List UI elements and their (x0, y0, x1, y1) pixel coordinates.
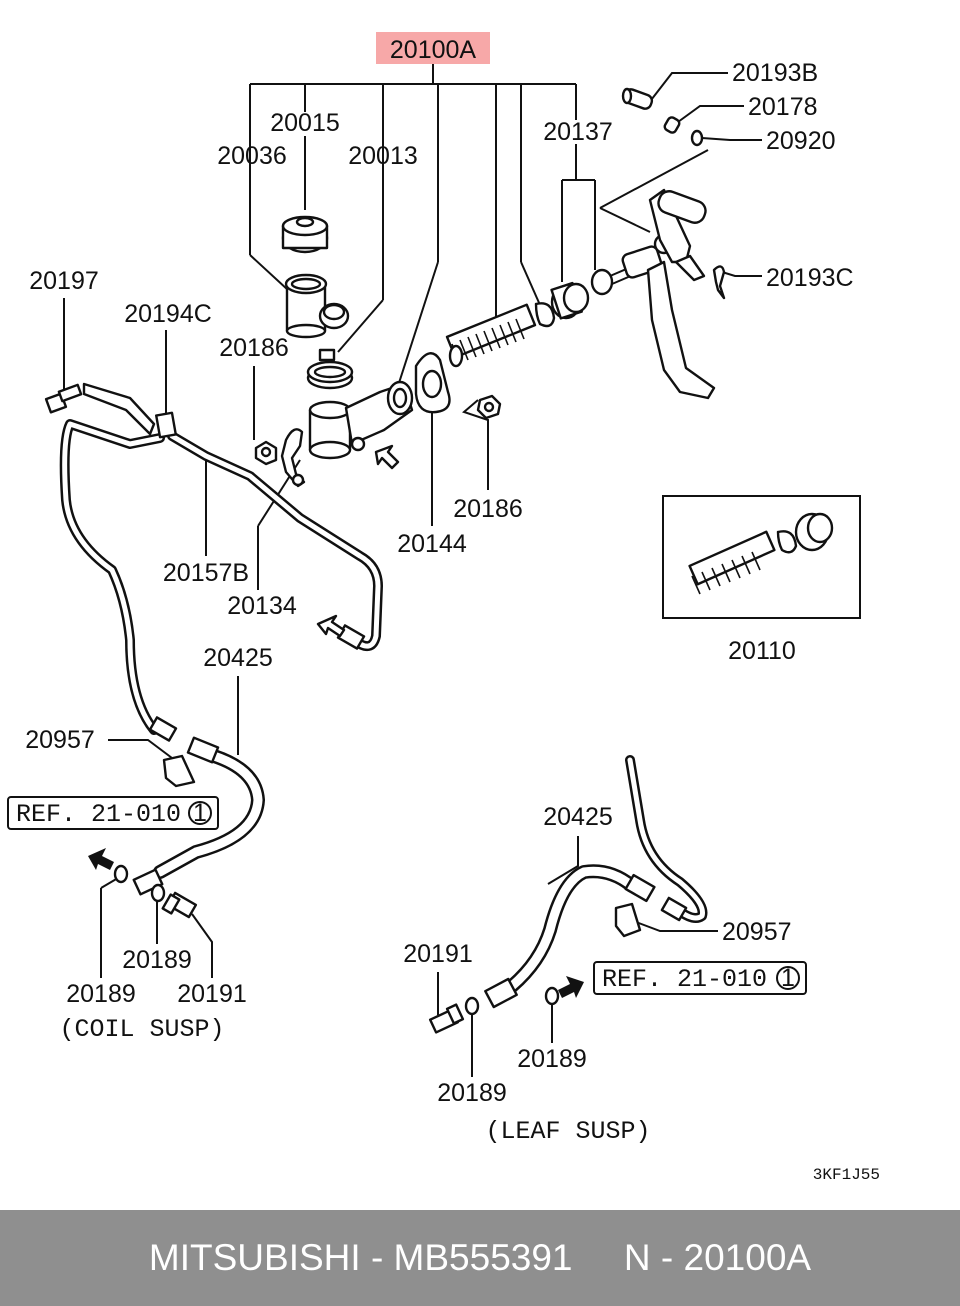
washer-20189-coil (113, 864, 166, 903)
gasket-20144 (414, 352, 451, 414)
bracket-20134 (280, 428, 306, 488)
inset-box-20110 (662, 495, 861, 619)
nut-20186-lower (476, 394, 502, 420)
label-20144[interactable]: 20144 (397, 530, 467, 558)
bolt-20191-coil (161, 891, 198, 919)
piston-cup-20137 (550, 281, 590, 320)
coil-susp-caption: (COIL SUSP) (59, 1015, 224, 1044)
nut-20186-upper (254, 440, 278, 466)
direction-arrow-coil[interactable] (88, 848, 114, 870)
main-part-highlight (376, 32, 490, 64)
pin-20193B (621, 87, 654, 110)
label-20186-lower[interactable]: 20186 (453, 495, 523, 523)
label-20189-coil-b[interactable]: 20189 (66, 980, 136, 1008)
leaf-susp-caption: (LEAF SUSP) (485, 1117, 650, 1146)
clip-20193C (712, 265, 726, 300)
main-part-bracket (249, 64, 596, 387)
label-20957-coil[interactable]: 20957 (25, 726, 95, 754)
leader-lines (63, 72, 762, 1077)
hose-20425-coil (132, 736, 265, 896)
label-20178[interactable]: 20178 (748, 93, 818, 121)
direction-arrow-master (374, 444, 400, 470)
reservoir-tank (284, 273, 350, 339)
master-cylinder-body (308, 380, 414, 460)
snap-ring (534, 302, 556, 328)
label-20194C[interactable]: 20194C (124, 300, 212, 328)
label-20134[interactable]: 20134 (227, 592, 297, 620)
footer-bar: MITSUBISHI - MB555391 N - 20100A (0, 1210, 960, 1306)
clutch-master-cylinder-diagram: 20100A 20015 20036 20013 20137 20193B 20… (7, 32, 880, 1184)
label-20036[interactable]: 20036 (217, 142, 287, 170)
label-20197[interactable]: 20197 (29, 267, 99, 295)
label-20425-leaf[interactable]: 20425 (543, 803, 613, 831)
label-20189-coil-a[interactable]: 20189 (122, 946, 192, 974)
label-20189-leaf-b[interactable]: 20189 (437, 1079, 507, 1107)
label-20015[interactable]: 20015 (270, 109, 340, 137)
pipe-leaf-frame (625, 755, 708, 923)
push-rod-boot (445, 303, 537, 368)
ref-box-coil[interactable]: REF. 21-010 1 (7, 796, 219, 830)
label-20186-upper[interactable]: 20186 (219, 334, 289, 362)
bolt-20191-leaf (428, 1003, 465, 1034)
direction-arrow-leaf[interactable] (558, 976, 584, 998)
label-20957-leaf[interactable]: 20957 (722, 918, 792, 946)
pipe-clip-20194C (82, 382, 177, 439)
clip-20178 (663, 116, 681, 134)
label-20191-coil[interactable]: 20191 (177, 980, 247, 1008)
drawing-code: 3KF1J55 (813, 1166, 880, 1184)
ref-leaf-circle-number: 1 (781, 964, 795, 992)
reservoir-cap (281, 215, 329, 254)
label-20110[interactable]: 20110 (728, 637, 796, 665)
label-20425-coil[interactable]: 20425 (203, 644, 273, 672)
footer-part-info[interactable]: MITSUBISHI - MB555391 N - 20100A (148, 1237, 812, 1278)
clutch-pedal (646, 188, 716, 400)
hose-20425-leaf (484, 864, 656, 1009)
hose-clamp-20013 (306, 348, 354, 390)
ref-leaf-text: REF. 21-010 (602, 965, 767, 994)
ref-coil-circle-number: 1 (193, 799, 207, 827)
label-20189-leaf-a[interactable]: 20189 (517, 1045, 587, 1073)
label-20920[interactable]: 20920 (766, 127, 836, 155)
bolt-20197 (44, 383, 83, 414)
clip-20957-coil (162, 754, 196, 788)
label-20193C[interactable]: 20193C (766, 264, 854, 292)
ref-box-leaf[interactable]: REF. 21-010 1 (593, 961, 807, 995)
label-20137[interactable]: 20137 (543, 118, 613, 146)
label-20193B[interactable]: 20193B (732, 59, 818, 87)
clip-20957-leaf (614, 902, 642, 938)
main-part-label[interactable]: 20100A (390, 36, 477, 64)
label-20157B[interactable]: 20157B (163, 559, 249, 587)
direction-arrow-pipe (316, 614, 346, 638)
ref-coil-text: REF. 21-010 (16, 800, 181, 829)
washer-20920 (690, 129, 704, 147)
washer-20189-leaf (464, 986, 560, 1016)
pipe-20157B (59, 419, 383, 742)
label-20191-leaf[interactable]: 20191 (403, 940, 473, 968)
label-20013[interactable]: 20013 (348, 142, 418, 170)
